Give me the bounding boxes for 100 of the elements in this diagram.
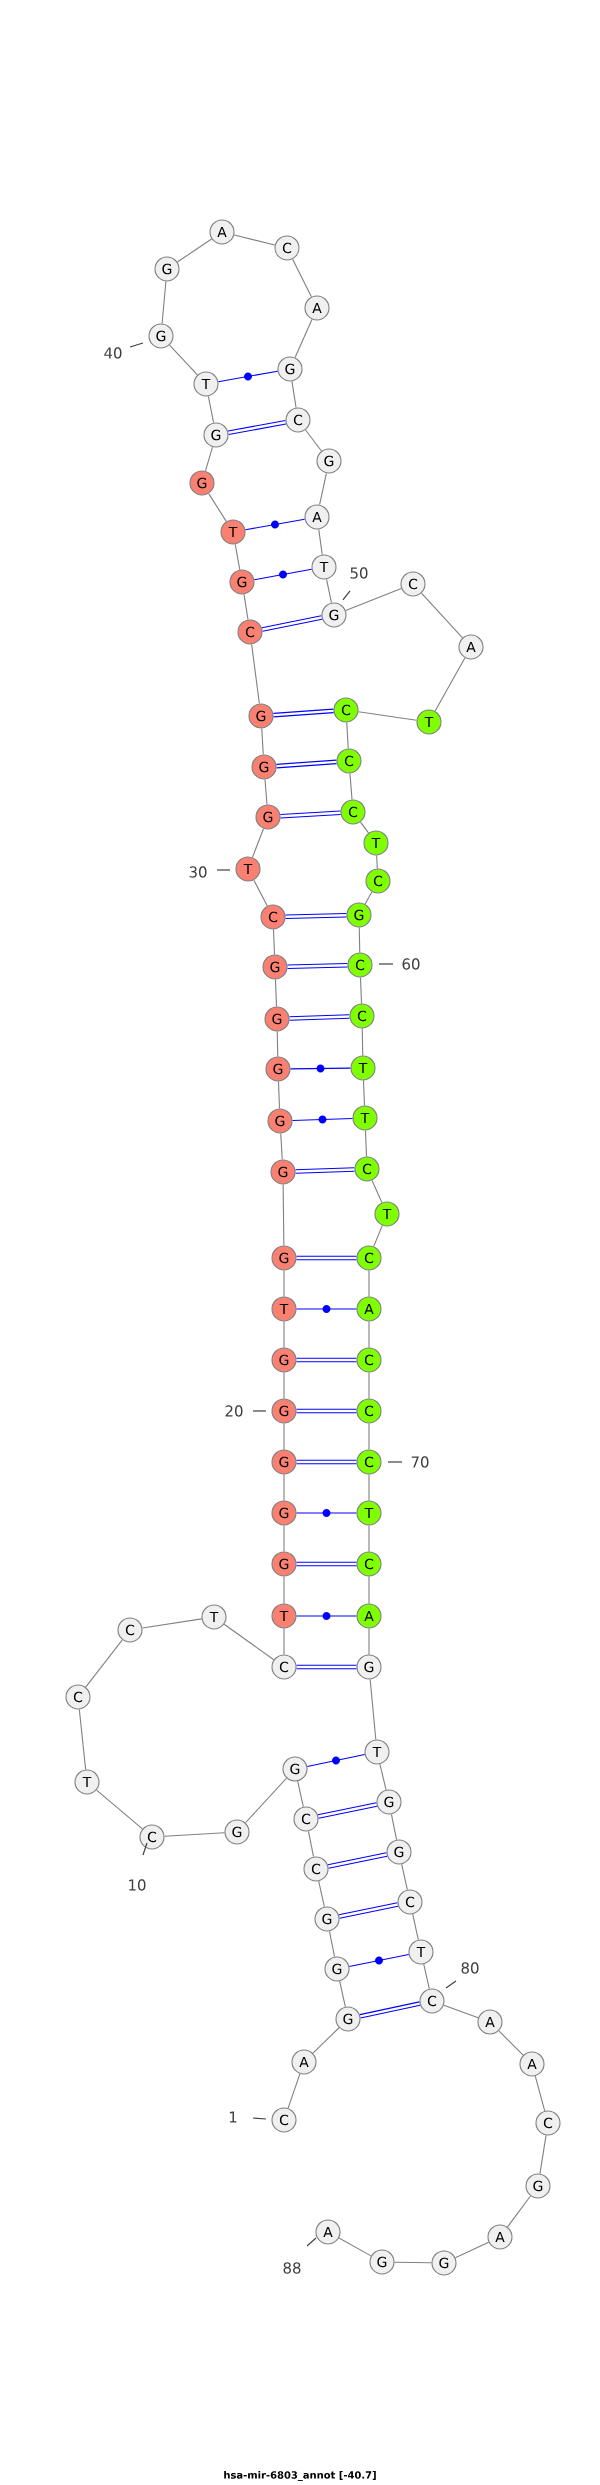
- position-number: 30: [189, 866, 207, 878]
- backbone-line: [283, 1321, 285, 1348]
- backbone-line: [85, 1639, 123, 1688]
- base-pair-line: [217, 370, 279, 383]
- base-pair-line: [296, 1255, 357, 1261]
- backbone-line: [506, 2195, 532, 2228]
- backbone-line: [359, 821, 370, 834]
- backbone-line: [283, 1576, 285, 1604]
- position-number: 50: [350, 567, 368, 579]
- backbone-line: [364, 891, 373, 905]
- backbone-line: [412, 1913, 419, 1941]
- backbone-line: [369, 1678, 377, 1741]
- backbone-line: [287, 2073, 301, 2109]
- base-pair-line: [261, 615, 323, 632]
- base-pair-line: [289, 1014, 350, 1021]
- position-number: 1: [229, 2111, 237, 2123]
- base-pair-line: [327, 1852, 388, 1869]
- backbone-line: [274, 979, 278, 1007]
- backbone-line: [368, 1321, 370, 1348]
- backbone-line: [264, 778, 268, 806]
- base-pair-line: [306, 1754, 366, 1767]
- base-pair-line: [296, 1509, 357, 1517]
- backbone-line: [368, 1270, 370, 1297]
- base-pair-line: [276, 759, 337, 769]
- position-number: 60: [402, 958, 420, 970]
- backbone-line: [283, 1270, 285, 1297]
- backbone-line: [282, 1184, 285, 1246]
- backbone-line: [434, 657, 466, 712]
- base-pair-line: [290, 1064, 351, 1073]
- backbone-line: [96, 1789, 143, 1830]
- backbone-line: [368, 1628, 370, 1655]
- base-pair-line: [338, 1902, 399, 1919]
- base-pair-line: [285, 913, 347, 919]
- backbone-line: [244, 1777, 288, 1824]
- backbone-line: [161, 280, 167, 325]
- backbone-line: [394, 2261, 432, 2264]
- backbone-line: [390, 1813, 398, 1841]
- backbone-line: [276, 1031, 279, 1057]
- backbone-line: [251, 828, 265, 858]
- backbone-line: [141, 1618, 203, 1629]
- backbone-line: [339, 1980, 346, 2008]
- position-number: 80: [461, 1962, 479, 1974]
- backbone-line: [164, 1832, 225, 1837]
- base-pair-line: [359, 2001, 421, 2019]
- backbone-line: [318, 1880, 325, 1908]
- backbone-line: [277, 1080, 281, 1109]
- backbone-line: [376, 854, 378, 869]
- backbone-line: [176, 238, 213, 263]
- backbone-line: [297, 1780, 304, 1808]
- backbone-line: [328, 1930, 336, 1958]
- backbone-line: [283, 1372, 285, 1399]
- backbone-line: [364, 1129, 368, 1157]
- backbone-line: [243, 593, 249, 621]
- backbone-line: [368, 1525, 370, 1552]
- backbone-line: [307, 1830, 315, 1858]
- backbone-line: [359, 977, 363, 1004]
- backbone-line: [534, 2075, 546, 2112]
- backbone-line: [319, 472, 327, 506]
- backbone-line: [312, 2027, 340, 2054]
- backbone-line: [204, 446, 214, 472]
- position-number: 40: [104, 347, 122, 359]
- backbone-line: [318, 528, 323, 556]
- backbone-line: [283, 1474, 285, 1501]
- backbone-line: [291, 380, 297, 409]
- backbone-line: [443, 2004, 479, 2019]
- backbone-line: [253, 879, 268, 907]
- base-pair-line: [296, 1305, 357, 1313]
- caption: hsa-mir-6803_annot [-40.7]: [224, 2471, 376, 2481]
- backbone-line: [294, 318, 313, 359]
- backbone-line: [373, 1225, 383, 1247]
- backbone-line: [338, 2237, 372, 2257]
- backbone-line: [292, 258, 312, 298]
- backbone-line: [251, 643, 260, 705]
- backbone-line: [272, 929, 276, 955]
- backbone-line: [371, 1179, 383, 1204]
- base-pair-line: [296, 1357, 357, 1363]
- backbone-line: [539, 2134, 547, 2175]
- base-pair-line: [296, 1459, 357, 1465]
- backbone-line: [169, 344, 198, 376]
- backbone-line: [362, 1079, 366, 1106]
- backbone-line: [346, 721, 349, 749]
- backbone-line: [357, 711, 418, 721]
- backbone-line: [283, 1423, 285, 1450]
- backbone-line: [280, 1132, 283, 1160]
- backbone-line: [361, 1028, 364, 1056]
- backbone-line: [379, 1763, 387, 1791]
- base-pair-line: [227, 420, 287, 435]
- backbone-line: [305, 429, 322, 452]
- backbone-line: [358, 927, 361, 953]
- backbone-line: [233, 234, 276, 246]
- backbone-line: [78, 1708, 87, 1771]
- backbone-line: [223, 1623, 275, 1661]
- base-pair-line: [296, 1408, 357, 1414]
- backbone-line: [283, 1525, 285, 1552]
- base-pair-line: [296, 1612, 357, 1620]
- base-pair-line: [296, 1561, 357, 1567]
- backbone-line: [234, 543, 241, 571]
- backbone-line: [368, 1576, 370, 1604]
- backbone-line: [368, 1474, 370, 1501]
- backbone-line: [283, 1628, 285, 1655]
